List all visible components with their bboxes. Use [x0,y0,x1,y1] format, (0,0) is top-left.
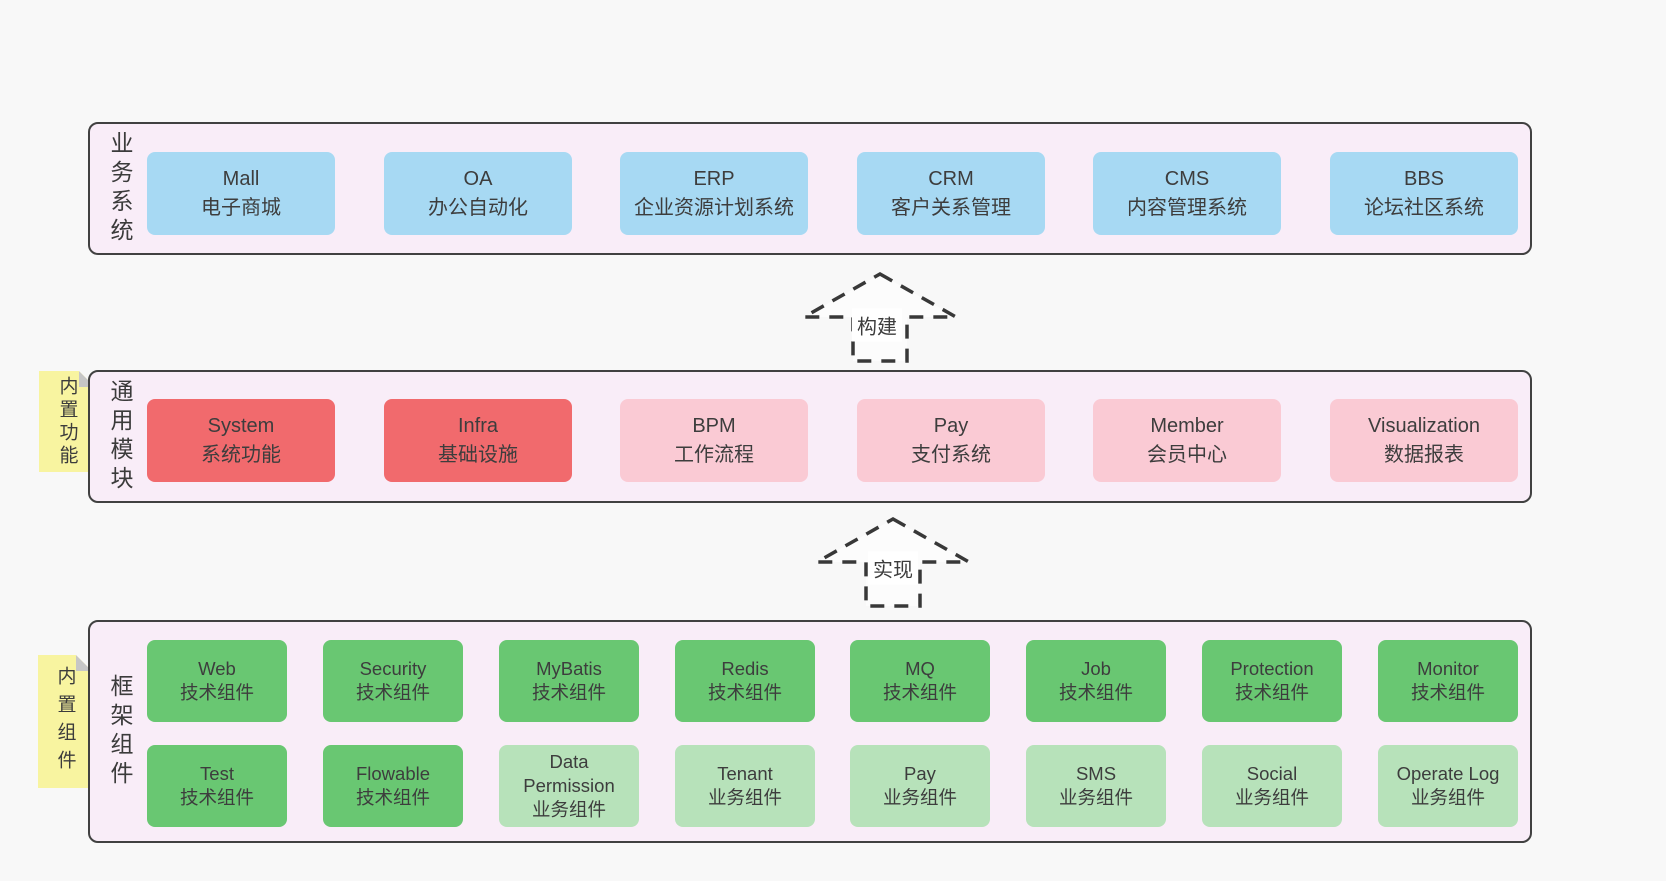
box-subtitle: 技术组件 [355,682,430,703]
box-subtitle: 技术组件 [355,787,430,808]
box-title: Social [1246,762,1298,784]
box-subtitle: 企业资源计划系统 [634,196,794,219]
component-box: Pay 支付系统 [857,399,1045,482]
component-box: Flowable 技术组件 [323,745,463,827]
box-title: Infra [457,415,499,438]
component-box: System 系统功能 [147,399,335,482]
box-title: MQ [905,657,935,679]
box-subtitle: 业务组件 [531,799,606,821]
box-title: Data Permission [523,750,615,796]
box-subtitle: 技术组件 [882,682,957,703]
sticky-note-builtin-components: 内置组件 [38,655,92,788]
component-box: Operate Log 业务组件 [1378,745,1518,827]
component-box: Mall 电子商城 [147,152,335,235]
component-box: Tenant 业务组件 [675,745,815,827]
box-subtitle: 支付系统 [911,443,991,466]
box-title: Monitor [1417,657,1479,679]
box-title: Mall [222,168,260,191]
box-title: MyBatis [536,657,602,679]
component-box: Protection 技术组件 [1202,640,1342,722]
component-box: CRM 客户关系管理 [857,152,1045,235]
component-box: Visualization 数据报表 [1330,399,1518,482]
box-title: Member [1150,415,1224,438]
box-subtitle: 技术组件 [707,682,782,703]
box-title: BBS [1403,168,1445,191]
component-box: SMS 业务组件 [1026,745,1166,827]
component-box: Redis 技术组件 [675,640,815,722]
sticky-note-label: 内置功能 [56,375,78,468]
box-title: CMS [1164,168,1210,191]
box-title: Flowable [355,762,431,784]
box-subtitle: 技术组件 [1410,682,1485,703]
box-subtitle: 论坛社区系统 [1364,196,1484,219]
box-title: Visualization [1368,415,1480,438]
component-box: MyBatis 技术组件 [499,640,639,722]
component-box: Infra 基础设施 [384,399,572,482]
component-box: Security 技术组件 [323,640,463,722]
component-box: BPM 工作流程 [620,399,808,482]
box-title: Operate Log [1396,762,1500,784]
box-subtitle: 电子商城 [201,196,281,219]
band-label-framework-components: 框架组件 [107,673,133,790]
sticky-note-builtin-features: 内置功能 [39,371,95,472]
box-subtitle: 系统功能 [201,443,281,466]
box-title: CRM [928,168,974,191]
box-subtitle: 技术组件 [179,682,254,703]
box-title: OA [463,168,493,191]
sticky-note-label: 内置组件 [54,665,76,778]
component-box: Member 会员中心 [1093,399,1281,482]
box-title: System [207,415,275,438]
box-subtitle: 客户关系管理 [891,196,1011,219]
box-title: Pay [904,762,936,784]
box-subtitle: 数据报表 [1384,443,1464,466]
band-common-modules: 通用模块 System 系统功能 Infra 基础设施 BPM 工作流程 Pay 支付系统 Me… [88,370,1532,503]
component-box: Monitor 技术组件 [1378,640,1518,722]
band-business-systems: 业务系统 Mall 电子商城 OA 办公自动化 ERP 企业资源计划系统 CRM 客户关系管理… [88,122,1532,255]
box-subtitle: 技术组件 [1058,682,1133,703]
box-subtitle: 业务组件 [1410,787,1485,808]
box-subtitle: 会员中心 [1147,443,1227,466]
box-title: SMS [1075,762,1117,784]
component-box: MQ 技术组件 [850,640,990,722]
band-label-common-modules: 通用模块 [107,378,133,495]
component-box: Social 业务组件 [1202,745,1342,827]
component-box: Job 技术组件 [1026,640,1166,722]
box-subtitle: 技术组件 [531,682,606,703]
box-title: Pay [933,415,969,438]
box-title: Job [1081,657,1111,679]
box-subtitle: 业务组件 [1234,787,1309,808]
component-box: Pay 业务组件 [850,745,990,827]
box-subtitle: 内容管理系统 [1127,196,1247,219]
box-subtitle: 工作流程 [674,443,754,466]
box-title: BPM [692,415,736,438]
component-box: CMS 内容管理系统 [1093,152,1281,235]
box-title: Web [198,657,236,679]
box-subtitle: 技术组件 [1234,682,1309,703]
implement-arrow-label: 实现 [868,551,918,585]
box-title: ERP [693,168,735,191]
band-label-business-systems: 业务系统 [107,130,133,247]
box-title: Redis [721,657,769,679]
box-title: Tenant [717,762,773,784]
component-box: BBS 论坛社区系统 [1330,152,1518,235]
box-subtitle: 办公自动化 [428,196,528,219]
box-title: Protection [1230,657,1314,679]
box-title: Security [359,657,427,679]
component-box: Test 技术组件 [147,745,287,827]
box-title: Test [200,762,234,784]
box-subtitle: 业务组件 [1058,787,1133,808]
build-arrow-label: 构建 [852,308,902,342]
box-subtitle: 基础设施 [438,443,518,466]
component-box: ERP 企业资源计划系统 [620,152,808,235]
component-box: OA 办公自动化 [384,152,572,235]
component-box: Web 技术组件 [147,640,287,722]
box-subtitle: 技术组件 [179,787,254,808]
box-subtitle: 业务组件 [707,787,782,808]
component-box: Data Permission 业务组件 [499,745,639,827]
box-subtitle: 业务组件 [882,787,957,808]
